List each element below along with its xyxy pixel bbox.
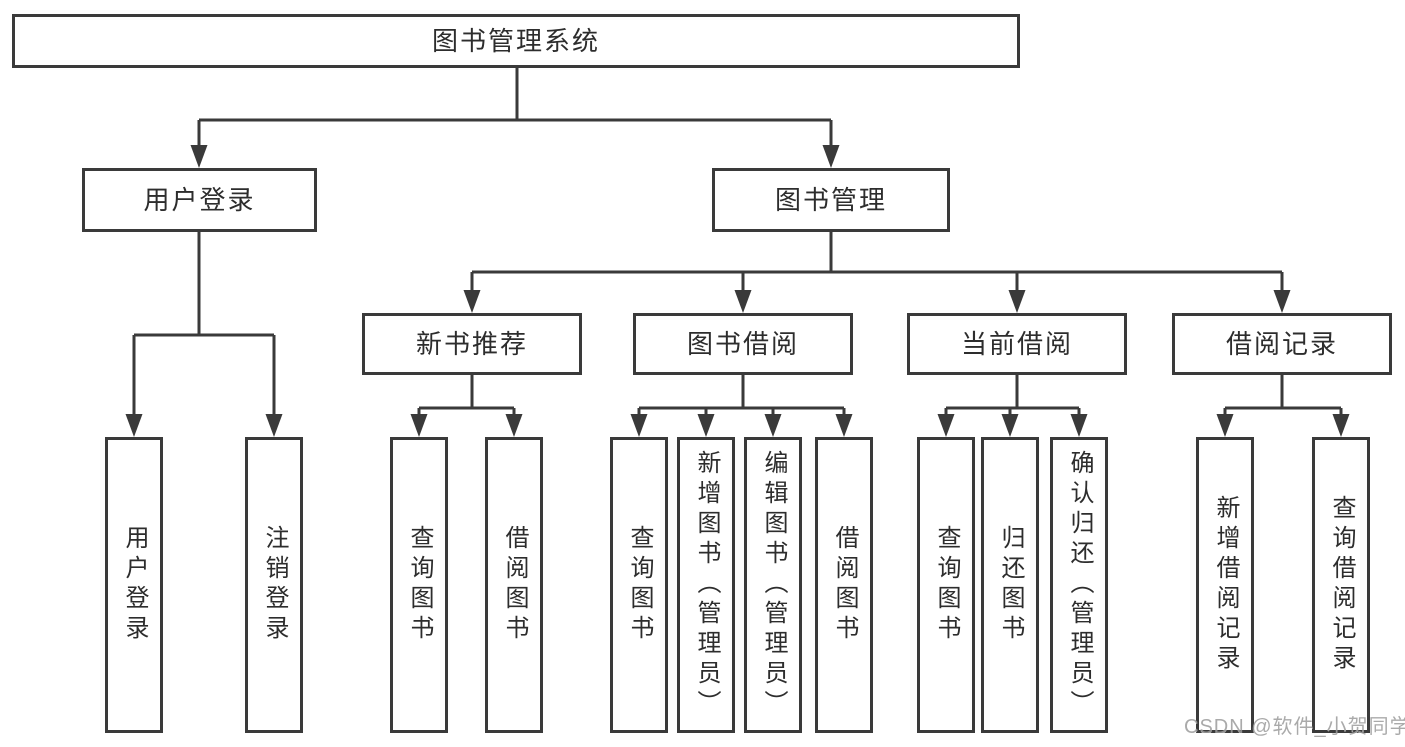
- arrowhead-icon: [764, 414, 782, 437]
- leaf-borrow-books-1-label: 借阅图书: [501, 525, 528, 645]
- node-current-borrowing-label: 当前借阅: [960, 329, 1073, 359]
- node-user-login: 用户登录: [82, 168, 317, 232]
- arrowhead-icon: [190, 145, 208, 168]
- node-borrowing-records-label: 借阅记录: [1225, 329, 1338, 359]
- connector-group: [132, 68, 1343, 419]
- leaf-add-books-admin-label: 新增图书（管理员）: [693, 450, 720, 720]
- connector-current-borrowing-children: [944, 375, 1081, 419]
- arrowhead-group: [125, 145, 1350, 437]
- arrowhead-icon: [1070, 414, 1088, 437]
- leaf-logout-login-label: 注销登录: [261, 525, 288, 645]
- leaf-query-books-3: 查询图书: [917, 437, 975, 733]
- node-book-borrowing: 图书借阅: [633, 313, 853, 375]
- leaf-query-books-2: 查询图书: [610, 437, 668, 733]
- node-user-login-label: 用户登录: [143, 185, 256, 215]
- csdn-watermark: CSDN @软件_小贺同学: [1184, 716, 1405, 738]
- node-book-borrowing-label: 图书借阅: [686, 329, 799, 359]
- connector-root-to-level2: [197, 68, 833, 150]
- arrowhead-icon: [1273, 290, 1291, 313]
- leaf-add-borrow-record-label: 新增借阅记录: [1212, 495, 1239, 675]
- node-book-management-label: 图书管理: [774, 185, 887, 215]
- leaf-query-books-1-label: 查询图书: [406, 525, 433, 645]
- arrowhead-icon: [697, 414, 715, 437]
- leaf-query-books-3-label: 查询图书: [933, 525, 960, 645]
- leaf-edit-books-admin-label: 编辑图书（管理员）: [760, 450, 787, 720]
- leaf-query-books-1: 查询图书: [390, 437, 448, 733]
- arrowhead-icon: [937, 414, 955, 437]
- arrowhead-icon: [630, 414, 648, 437]
- arrowhead-icon: [505, 414, 523, 437]
- leaf-confirm-return-admin: 确认归还（管理员）: [1050, 437, 1108, 733]
- node-borrowing-records: 借阅记录: [1172, 313, 1392, 375]
- leaf-borrow-books-1: 借阅图书: [485, 437, 543, 733]
- node-root: 图书管理系统: [12, 14, 1020, 68]
- node-current-borrowing: 当前借阅: [907, 313, 1127, 375]
- connector-borrowing-records-children: [1223, 375, 1343, 419]
- leaf-query-borrow-record-label: 查询借阅记录: [1328, 495, 1355, 675]
- connector-user-login-children: [132, 232, 276, 419]
- arrowhead-icon: [410, 414, 428, 437]
- leaf-query-books-2-label: 查询图书: [626, 525, 653, 645]
- node-book-management: 图书管理: [712, 168, 950, 232]
- arrowhead-icon: [1001, 414, 1019, 437]
- connector-book-management-children: [470, 232, 1284, 295]
- leaf-confirm-return-admin-label: 确认归还（管理员）: [1066, 450, 1093, 720]
- arrowhead-icon: [1332, 414, 1350, 437]
- arrowhead-icon: [265, 414, 283, 437]
- arrowhead-icon: [125, 414, 143, 437]
- leaf-return-books-label: 归还图书: [997, 525, 1024, 645]
- node-root-label: 图书管理系统: [431, 26, 600, 56]
- leaf-logout-login: 注销登录: [245, 437, 303, 733]
- connector-book-borrowing-children: [637, 375, 846, 419]
- leaf-add-borrow-record: 新增借阅记录: [1196, 437, 1254, 733]
- leaf-borrow-books-2-label: 借阅图书: [831, 525, 858, 645]
- arrowhead-icon: [1216, 414, 1234, 437]
- leaf-edit-books-admin: 编辑图书（管理员）: [744, 437, 802, 733]
- connector-new-book-recommend-children: [417, 375, 516, 419]
- leaf-add-books-admin: 新增图书（管理员）: [677, 437, 735, 733]
- arrowhead-icon: [1008, 290, 1026, 313]
- leaf-query-borrow-record: 查询借阅记录: [1312, 437, 1370, 733]
- leaf-return-books: 归还图书: [981, 437, 1039, 733]
- arrowhead-icon: [734, 290, 752, 313]
- leaf-user-login: 用户登录: [105, 437, 163, 733]
- leaf-user-login-label: 用户登录: [121, 525, 148, 645]
- leaf-borrow-books-2: 借阅图书: [815, 437, 873, 733]
- node-new-book-recommend: 新书推荐: [362, 313, 582, 375]
- arrowhead-icon: [463, 290, 481, 313]
- arrowhead-icon: [835, 414, 853, 437]
- node-new-book-recommend-label: 新书推荐: [415, 329, 528, 359]
- arrowhead-icon: [822, 145, 840, 168]
